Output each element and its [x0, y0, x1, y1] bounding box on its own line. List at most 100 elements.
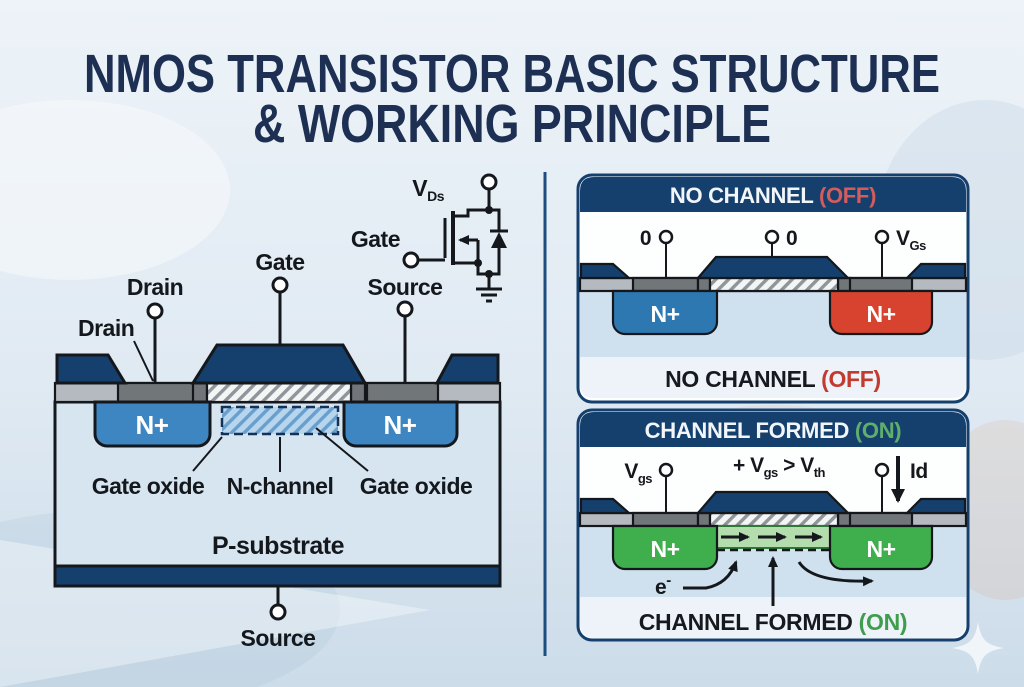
- vgs-v: V: [896, 227, 910, 250]
- panel-on-caption-main: CHANNEL FORMED: [639, 609, 859, 635]
- formula-sub: th: [814, 465, 826, 480]
- panel-off-header-bar: [580, 177, 966, 212]
- gate-label-circuit: Gate: [351, 226, 400, 252]
- panel-on-caption-bg: [580, 597, 966, 638]
- gate-oxide-left-label: Gate oxide: [92, 473, 205, 499]
- n-channel-label: N-channel: [227, 473, 334, 499]
- panel-off-gate-oxide: [708, 276, 840, 293]
- electron-sup: -: [666, 572, 671, 589]
- panel-on-header: CHANNEL FORMED (ON): [645, 418, 902, 443]
- metal-corner-right: [434, 353, 500, 385]
- panel-on-caption: CHANNEL FORMED (ON): [639, 609, 908, 635]
- panel-on-gate-electrode: [695, 490, 851, 515]
- electron-label: e-: [655, 572, 671, 599]
- electron-exit-arrow: [797, 561, 874, 587]
- panel-on-header-state: (ON): [855, 418, 901, 443]
- electron-e: e: [655, 576, 666, 599]
- source-bottom-label: Source: [241, 625, 316, 651]
- gate-oxide-layer: [205, 381, 353, 404]
- page-title: NMOS TRANSISTOR BASIC STRUCTURE & WORKIN…: [84, 44, 940, 154]
- ground-symbol: [476, 287, 502, 303]
- id-label: Id: [910, 460, 928, 483]
- vds-v: V: [412, 175, 428, 201]
- source-terminal: [396, 300, 414, 318]
- panel-off-caption: NO CHANNEL (OFF): [665, 366, 881, 392]
- panel-on-nplus-left-label: N+: [650, 536, 679, 562]
- vds-terminal: [480, 173, 498, 191]
- electron-entry-arrow: [683, 560, 738, 590]
- gate-oxide-left-leader: [192, 436, 223, 472]
- panel-on-metal-corner-left: [579, 497, 632, 515]
- panel-off-header-main: NO CHANNEL: [670, 183, 819, 208]
- panel-off-nplus-left-label: N+: [650, 301, 679, 327]
- panel-on-vgs-label: Vgs: [624, 460, 652, 486]
- panel-on-header-bar: [580, 412, 966, 447]
- panel-off-nplus-right-label: N+: [866, 301, 895, 327]
- nplus-well-right: [342, 400, 459, 448]
- threshold-formula: + Vgs > Vth: [733, 454, 826, 480]
- oxide-end-block: [696, 276, 712, 293]
- panel-on: CHANNEL FORMED (ON) N+ N+ Vgs + Vgs > Vt…: [576, 408, 970, 642]
- mosfet-circuit-symbol: VDs Gate: [351, 173, 508, 303]
- gate-oxide-right-leader: [315, 427, 369, 472]
- nplus-right-label: N+: [384, 410, 417, 440]
- panel-off-metal-corner-left: [579, 262, 632, 280]
- gate-electrode: [190, 343, 368, 385]
- drain-contact-pad: [116, 381, 198, 404]
- formula-sub: gs: [764, 465, 778, 480]
- panel-off-contact-pad: [631, 276, 700, 293]
- vds-label: VDs: [412, 175, 444, 204]
- panel-off-terminal: [874, 229, 890, 245]
- oxide-end-block: [349, 381, 367, 404]
- p-substrate-label: P-substrate: [212, 532, 345, 560]
- panel-on-terminal: [874, 462, 890, 478]
- panel-off-vgs-label: VGs: [896, 227, 926, 253]
- main-cross-section-diagram: N+ N+ Drain Drain Gate Source Gate oxide…: [53, 249, 502, 651]
- panel-off-caption-bg: [580, 357, 966, 398]
- panel-off-caption-main: NO CHANNEL: [665, 366, 821, 392]
- title-line-1: NMOS TRANSISTOR BASIC STRUCTURE: [84, 44, 940, 104]
- metal-corner-left: [55, 353, 128, 385]
- panel-on-terminal: [658, 462, 674, 478]
- panel-off-metal-corner-right: [904, 262, 967, 280]
- panel-off-header-state: (OFF): [819, 183, 876, 208]
- drain-stub: [453, 208, 489, 218]
- oxide-end-block: [836, 276, 852, 293]
- formula-part: + V: [733, 454, 764, 477]
- vgs-v: V: [624, 460, 638, 483]
- gate-oxide-right-label: Gate oxide: [360, 473, 473, 499]
- panel-on-contact-pad: [631, 511, 700, 528]
- formula-part: > V: [778, 454, 814, 477]
- panel-off: NO CHANNEL (OFF) N+ N+ 0 0 VGs NO CHANNE…: [576, 173, 970, 404]
- drain-side-label: Drain: [78, 315, 134, 341]
- source-label: Source: [368, 274, 443, 300]
- oxide-end-block: [836, 511, 852, 528]
- panel-off-nplus-left: [611, 289, 719, 336]
- gate-label: Gate: [255, 249, 304, 275]
- panel-off-contact-pad: [846, 276, 914, 293]
- oxide-end-block: [696, 511, 712, 528]
- gate-terminal: [271, 276, 289, 294]
- sparkle-icon: [952, 622, 1004, 674]
- panel-on-caption-state: (ON): [859, 609, 908, 635]
- substrate-terminal: [269, 603, 287, 621]
- oxide-end-block: [191, 381, 209, 404]
- panel-off-gate-electrode: [695, 255, 851, 280]
- title-line-2: & WORKING PRINCIPLE: [253, 94, 771, 154]
- diode-wire-top: [489, 208, 501, 231]
- panel-off-header: NO CHANNEL (OFF): [670, 183, 876, 208]
- vds-sub: Ds: [427, 188, 445, 204]
- panel-off-terminal: [658, 229, 674, 245]
- panel-on-nplus-left: [611, 524, 719, 571]
- substrate-contact-strip: [53, 564, 502, 588]
- vgs-sub: Gs: [910, 238, 927, 253]
- background-blur-blob: [0, 100, 230, 280]
- drain-terminal: [146, 302, 164, 320]
- panel-off-terminal-center-label: 0: [786, 227, 797, 250]
- nplus-well-left: [93, 400, 212, 448]
- panel-off-terminal: [764, 229, 780, 245]
- panel-on-nplus-right: [828, 524, 934, 571]
- diode-triangle: [491, 232, 507, 248]
